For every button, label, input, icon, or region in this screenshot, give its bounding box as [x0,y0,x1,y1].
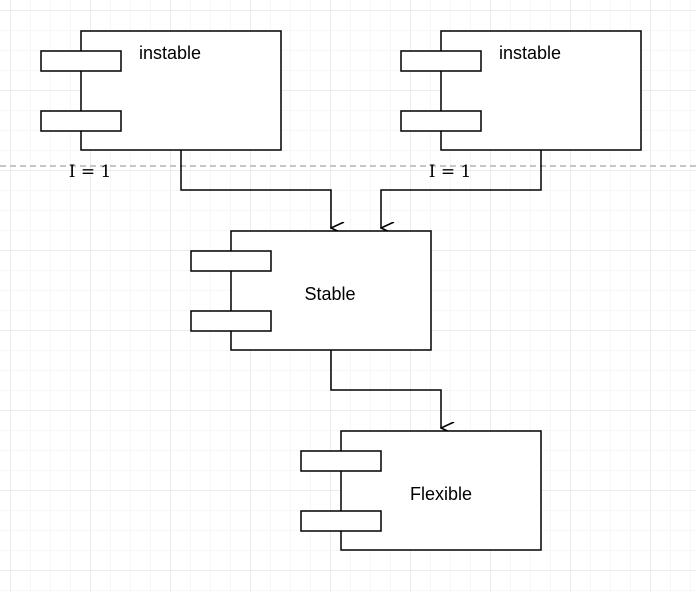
component-port-top [190,250,272,272]
metric-label-right: I = 1 [429,162,472,182]
component-port-top [40,50,122,72]
component-port-bottom [300,510,382,532]
component-instable-right[interactable]: instable [400,30,642,151]
edge-instable-left-to-stable[interactable] [180,150,331,228]
component-port-top [400,50,482,72]
component-flexible[interactable]: Flexible [300,430,542,551]
component-stable[interactable]: Stable [190,230,432,351]
component-label: Flexible [410,484,472,504]
component-label: instable [139,43,201,63]
component-port-bottom [40,110,122,132]
component-port-bottom [190,310,272,332]
edge-stable-to-flexible[interactable] [330,350,441,428]
metric-label-left: I = 1 [69,162,112,182]
component-instable-left[interactable]: instable [40,30,282,151]
edge-instable-right-to-stable[interactable] [381,150,542,228]
component-port-top [300,450,382,472]
component-port-bottom [400,110,482,132]
component-label: Stable [304,284,355,304]
component-label: instable [499,43,561,63]
